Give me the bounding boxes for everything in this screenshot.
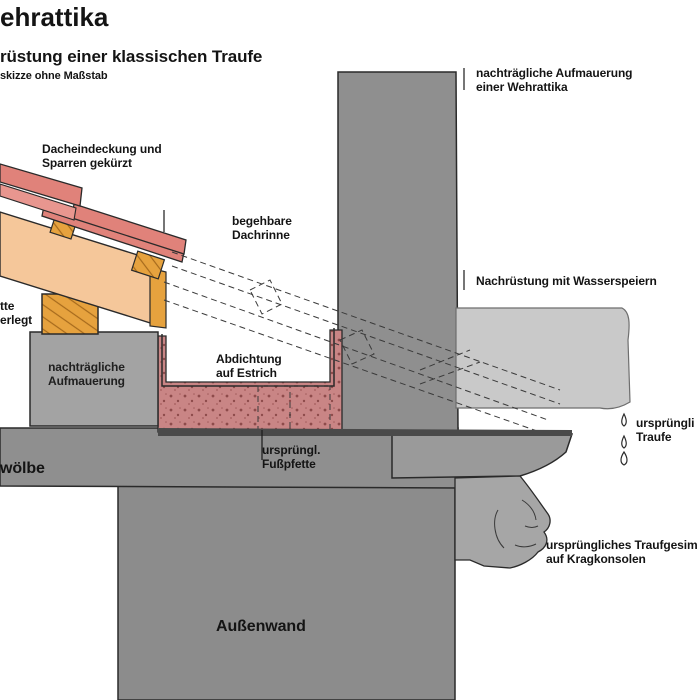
- vault-band: [0, 427, 459, 489]
- ledge-top: [158, 428, 572, 436]
- label-roof-covering: Dacheindeckung und Sparren gekürzt: [42, 142, 162, 170]
- gutter-estrich: [157, 329, 343, 433]
- roof-cover-top-2: [0, 183, 77, 221]
- water-spout: [455, 307, 631, 410]
- gutter-seal-line: [161, 328, 335, 387]
- diagram-title: ehrattika: [0, 2, 109, 32]
- diagram-subtitle: rüstung einer klassischen Traufe: [0, 47, 263, 66]
- label-added-masonry: nachträgliche Aufmauerung: [48, 360, 125, 388]
- label-purlin-relocated: tte erlegt: [0, 299, 33, 327]
- roof-cover-top: [0, 163, 83, 207]
- eaves-cornice: [391, 433, 574, 479]
- label-vault: wölbe: [0, 460, 45, 477]
- label-cornice: ursprüngliches Traufgesim auf Kragkonsol…: [546, 538, 698, 566]
- label-walkable-gutter: begehbare Dachrinne: [232, 214, 292, 242]
- attika-column: [337, 71, 459, 433]
- label-original-purlin: ursprüngl. Fußpfette: [262, 443, 321, 471]
- leader-lines: [163, 68, 465, 460]
- batten-2: [130, 250, 166, 280]
- original-roof-dashed: [163, 251, 561, 433]
- label-original-eaves: ursprüngli Traufe: [636, 416, 695, 444]
- label-gargoyle: Nachrüstung mit Wasserspeiern: [476, 274, 657, 288]
- label-sealing: Abdichtung auf Estrich: [216, 352, 282, 380]
- label-attika: nachträgliche Aufmauerung einer Wehratti…: [476, 66, 633, 94]
- corbel-face-icon: [454, 475, 551, 569]
- water-drop-icon: [620, 412, 628, 466]
- added-masonry-block: [29, 331, 159, 427]
- scale-note: skizze ohne Maßstab: [0, 70, 108, 82]
- label-outer-wall: Außenwand: [216, 618, 306, 635]
